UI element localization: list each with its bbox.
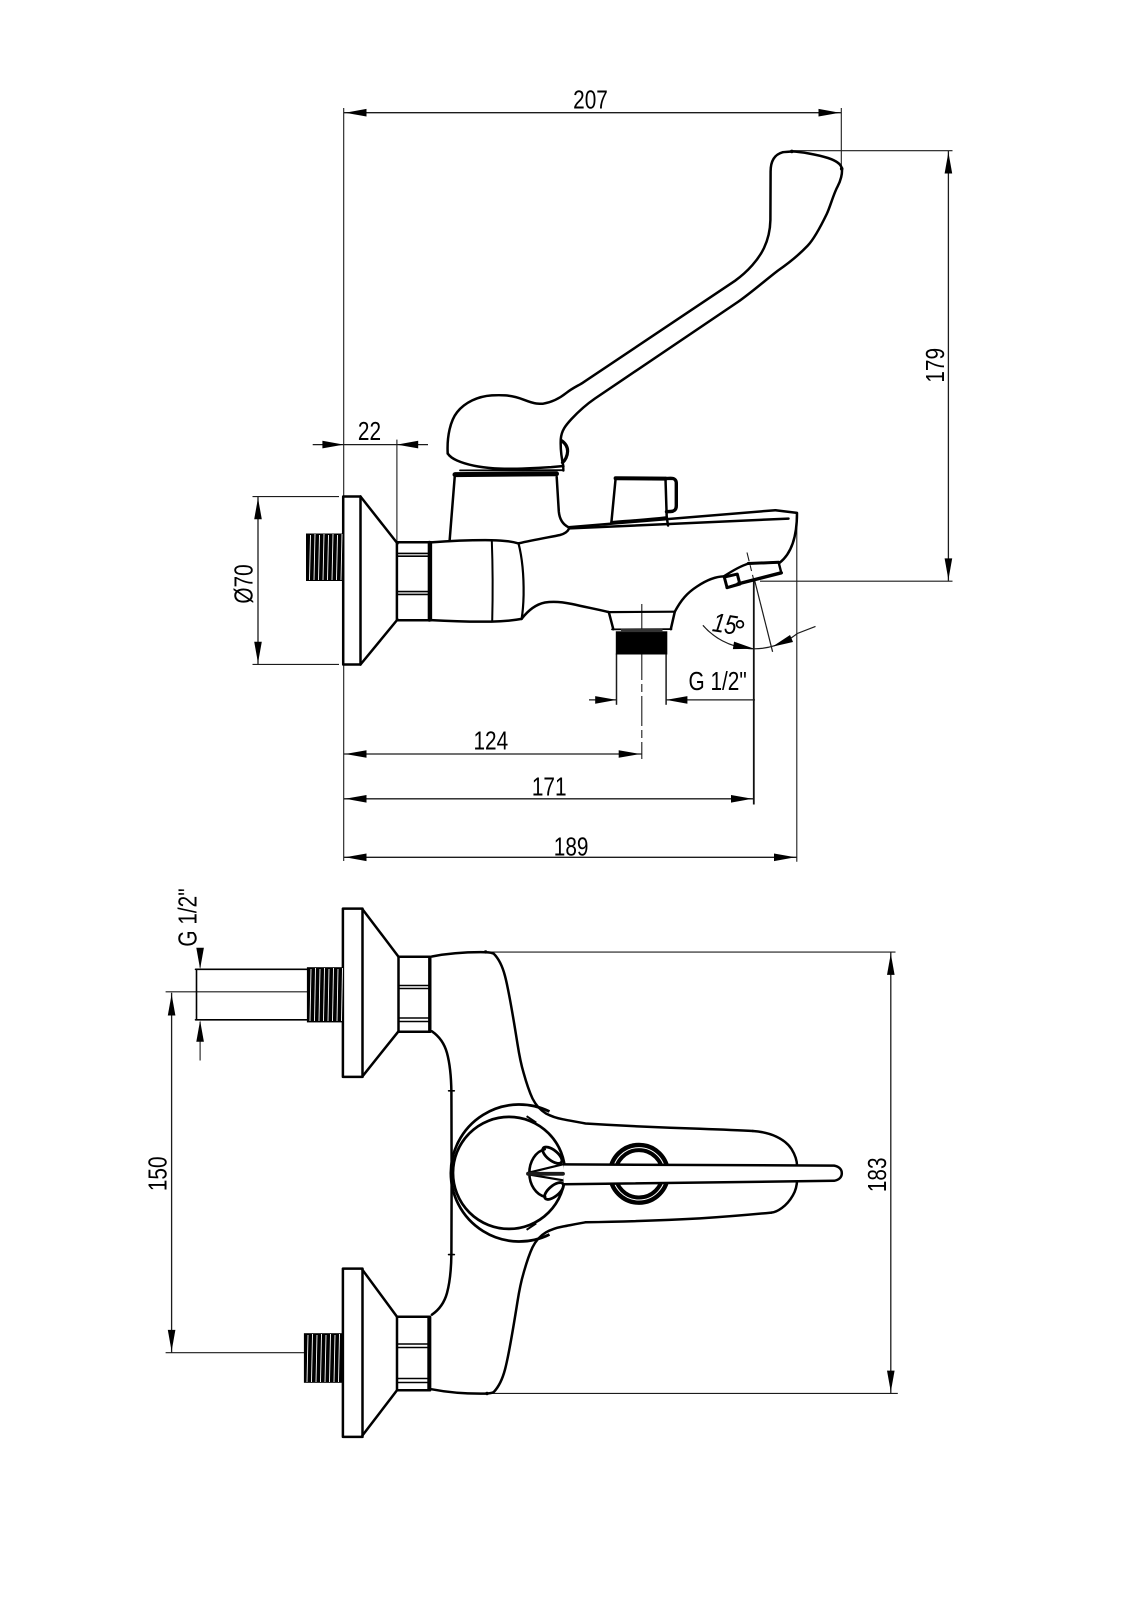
svg-text:15: 15	[710, 608, 739, 641]
svg-text:150: 150	[143, 1156, 172, 1191]
svg-text:G 1/2": G 1/2"	[173, 888, 202, 946]
svg-text:179: 179	[921, 348, 950, 383]
svg-text:22: 22	[358, 417, 381, 446]
svg-text:207: 207	[573, 85, 608, 114]
svg-text:171: 171	[532, 772, 567, 801]
svg-text:183: 183	[863, 1157, 892, 1192]
svg-text:189: 189	[554, 832, 589, 861]
svg-text:124: 124	[473, 726, 508, 755]
svg-text:G 1/2": G 1/2"	[689, 667, 747, 696]
svg-text:Ø70: Ø70	[229, 564, 258, 603]
